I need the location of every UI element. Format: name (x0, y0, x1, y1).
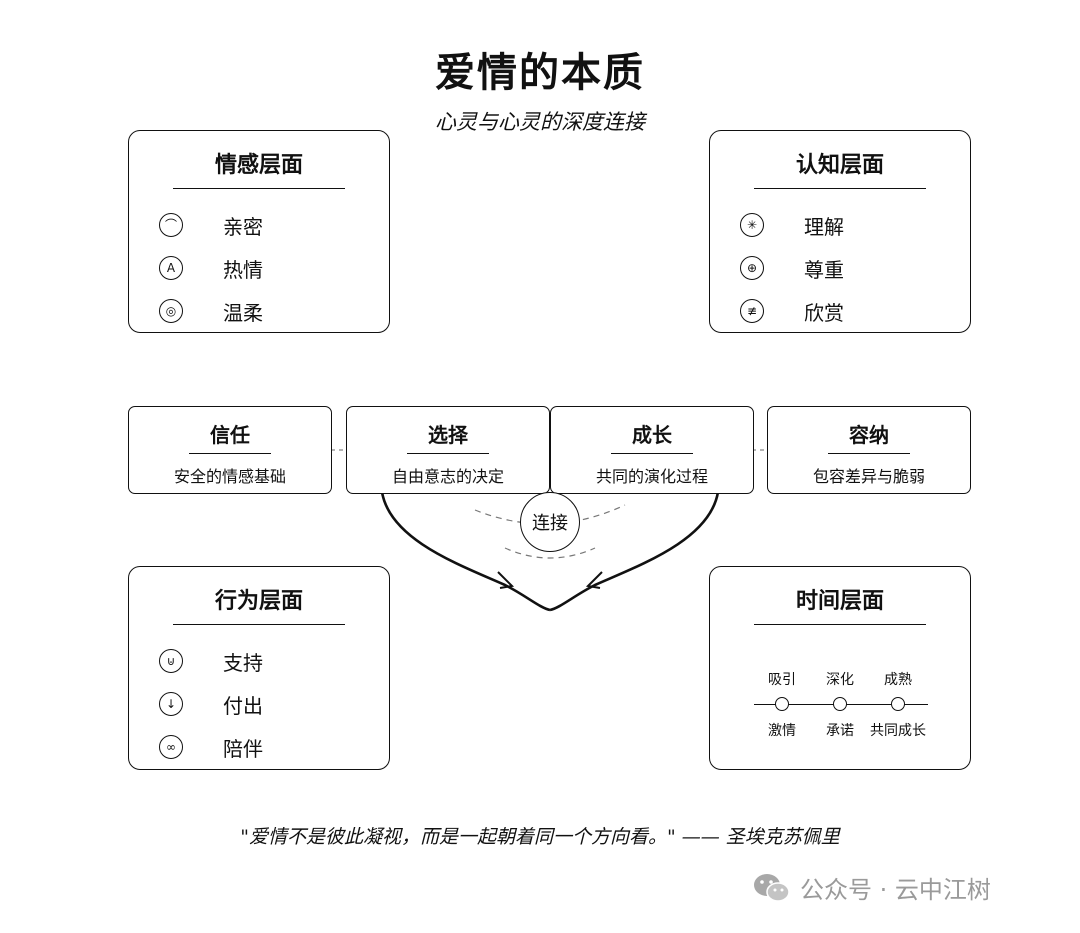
item-label: 陪伴 (223, 736, 263, 761)
box-description: 共同的演化过程 (595, 467, 708, 486)
list-item: ⊕ 尊重 (740, 254, 844, 282)
watermark-text: 公众号 · 云中江树 (800, 876, 991, 904)
box-title: 信任 (210, 423, 250, 447)
circle-plus-icon: ⊕ (740, 256, 764, 280)
list-item: ∞ 陪伴 (159, 733, 263, 761)
divider (173, 188, 345, 189)
page-title: 爱情的本质 (435, 49, 645, 96)
list-item: ⊍ 支持 (159, 647, 263, 675)
box-tolerance: 容纳 包容差异与脆弱 (767, 406, 971, 494)
item-label: 亲密 (223, 214, 263, 239)
connect-node: 连接 (520, 492, 580, 552)
item-label: 欣赏 (804, 300, 844, 325)
list-item: ≢ 欣赏 (740, 297, 844, 325)
box-description: 安全的情感基础 (173, 467, 286, 486)
list-item: ◎ 温柔 (159, 297, 263, 325)
page-subtitle: 心灵与心灵的深度连接 (435, 110, 645, 134)
arc-icon: ⌒ (159, 213, 183, 237)
a-letter-icon: A (159, 256, 183, 280)
list-item: ↓ 付出 (159, 690, 263, 718)
divider (754, 624, 926, 625)
timeline-top-label: 成熟 (884, 672, 912, 688)
divider (173, 624, 345, 625)
timeline-bottom-label: 承诺 (826, 723, 854, 739)
wechat-icon (754, 873, 790, 902)
panel-behavioral: 行为层面 ⊍ 支持 ↓ 付出 ∞ 陪伴 (128, 566, 390, 770)
list-item: ✳ 理解 (740, 211, 844, 239)
box-title: 容纳 (849, 423, 889, 447)
divider (407, 453, 489, 454)
down-arrow-icon: ↓ (159, 692, 183, 716)
panel-emotional: 情感层面 ⌒ 亲密 A 热情 ◎ 温柔 (128, 130, 390, 333)
box-description: 包容差异与脆弱 (812, 467, 925, 486)
item-label: 尊重 (804, 257, 844, 282)
box-growth: 成长 共同的演化过程 (550, 406, 754, 494)
panel-title: 情感层面 (214, 153, 303, 178)
timeline-dot (891, 697, 905, 711)
timeline-top-label: 吸引 (768, 672, 796, 688)
box-title: 选择 (428, 423, 468, 447)
panel-title: 时间层面 (795, 589, 884, 614)
item-label: 温柔 (223, 300, 263, 325)
support-icon: ⊍ (159, 649, 183, 673)
box-title: 成长 (632, 423, 672, 447)
triple-bar-icon: ≢ (740, 299, 764, 323)
eye-icon: ◎ (159, 299, 183, 323)
panel-title: 认知层面 (795, 153, 884, 178)
quote: "爱情不是彼此凝视，而是一起朝着同一个方向看。" —— 圣埃克苏佩里 (240, 826, 840, 848)
item-label: 支持 (223, 650, 263, 675)
watermark: 公众号 · 云中江树 (752, 870, 991, 905)
divider (611, 453, 693, 454)
list-item: A 热情 (159, 254, 263, 282)
divider (828, 453, 910, 454)
list-item: ⌒ 亲密 (159, 211, 263, 239)
panel-title: 行为层面 (214, 589, 303, 614)
box-description: 自由意志的决定 (391, 467, 504, 486)
timeline-top-label: 深化 (826, 672, 854, 688)
box-trust: 信任 安全的情感基础 (128, 406, 332, 494)
divider (189, 453, 271, 454)
timeline-bottom-label: 激情 (768, 723, 796, 739)
panel-cognitive: 认知层面 ✳ 理解 ⊕ 尊重 ≢ 欣赏 (709, 130, 971, 333)
box-choice: 选择 自由意志的决定 (346, 406, 550, 494)
divider (754, 188, 926, 189)
timeline-dot (833, 697, 847, 711)
infinity-icon: ∞ (159, 735, 183, 759)
item-label: 付出 (223, 693, 263, 718)
item-label: 热情 (223, 257, 263, 282)
item-label: 理解 (804, 214, 844, 239)
asterisk-icon: ✳ (740, 213, 764, 237)
timeline-dot (775, 697, 789, 711)
panel-time: 时间层面 吸引 深化 成熟 激情 承诺 共同成长 (709, 566, 971, 770)
timeline-bottom-label: 共同成长 (870, 723, 926, 739)
